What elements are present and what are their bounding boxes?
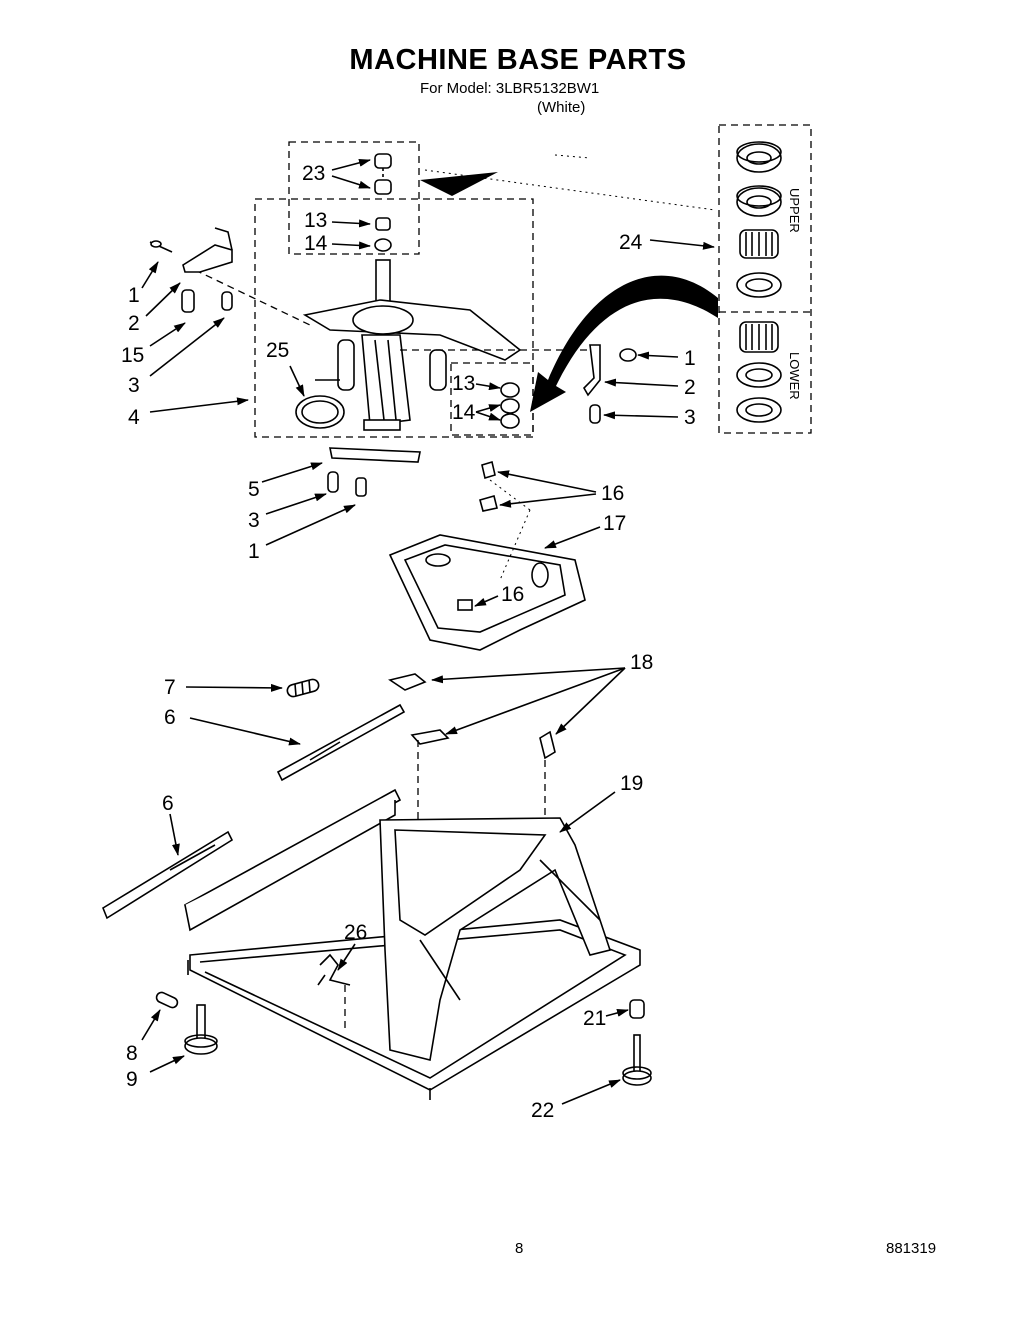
- callout-2-right: 2: [684, 376, 696, 399]
- callout-3-right: 3: [684, 406, 696, 429]
- bracket-6a: [276, 703, 406, 782]
- callout-18: 18: [630, 651, 653, 674]
- bearing-kit-upper: [736, 141, 782, 298]
- callout-25: 25: [266, 339, 289, 362]
- callout-15: 15: [121, 344, 144, 367]
- callout-1-right: 1: [684, 347, 696, 370]
- callout-4: 4: [128, 406, 140, 429]
- callout-8: 8: [126, 1042, 138, 1065]
- suspension-frame: [388, 460, 586, 651]
- foot-left: [155, 991, 218, 1055]
- callout-26: 26: [344, 921, 367, 944]
- callout-14-top: 14: [304, 232, 328, 255]
- callout-23: 23: [302, 162, 325, 185]
- callout-5: 5: [248, 478, 260, 501]
- kit-label-lower: LOWER: [787, 352, 802, 400]
- foot-right: [622, 999, 652, 1086]
- document-number: 881319: [886, 1240, 937, 1257]
- callout-1-lower: 1: [248, 540, 260, 563]
- drive-bearing-ring: [295, 379, 345, 429]
- snubber-stack: [374, 153, 392, 252]
- callout-14-seal: 14: [452, 401, 476, 424]
- callout-3-lower: 3: [248, 509, 260, 532]
- base-spider-assembly: [302, 259, 522, 431]
- callout-13-seal: 13: [452, 372, 475, 395]
- callout-16-lower: 16: [501, 583, 524, 606]
- callout-16-top: 16: [601, 482, 624, 505]
- callout-9: 9: [126, 1068, 138, 1091]
- callout-6-lower: 6: [162, 792, 174, 815]
- page-title: MACHINE BASE PARTS: [349, 44, 687, 76]
- bearing-kit-box: [718, 124, 812, 434]
- page-number: 8: [515, 1240, 524, 1257]
- left-top-bracket: [149, 227, 233, 313]
- base-frame: [183, 788, 641, 1100]
- bracket-6b: [102, 830, 234, 920]
- seal-kit-box: [450, 362, 534, 436]
- base-assembly-box: [254, 198, 534, 438]
- small-arrow-icon: [420, 172, 498, 196]
- snubber-group-box: [288, 141, 420, 255]
- model-number: For Model: 3LBR5132BW1: [420, 80, 600, 97]
- callout-13-top: 13: [304, 209, 327, 232]
- clip-18: [388, 673, 556, 935]
- callout-1-left: 1: [128, 284, 140, 307]
- callout-6-upper: 6: [164, 706, 176, 729]
- callout-22: 22: [531, 1099, 554, 1122]
- model-color: (White): [537, 99, 586, 116]
- right-bracket: [583, 344, 637, 424]
- lower-bracket: [327, 447, 421, 497]
- bearing-kit-lower: [736, 321, 782, 423]
- callout-19: 19: [620, 772, 643, 795]
- callout-7: 7: [164, 676, 176, 699]
- kit-label-upper: UPPER: [787, 188, 802, 233]
- leader-lines: [141, 158, 715, 1105]
- curved-arrow-icon: [530, 275, 718, 412]
- spring-7: [286, 678, 320, 698]
- seal-kit: [500, 382, 520, 429]
- callout-24: 24: [619, 231, 643, 254]
- callout-3-left: 3: [128, 374, 140, 397]
- callout-21: 21: [583, 1007, 606, 1030]
- callout-2-left: 2: [128, 312, 140, 335]
- callout-17: 17: [603, 512, 626, 535]
